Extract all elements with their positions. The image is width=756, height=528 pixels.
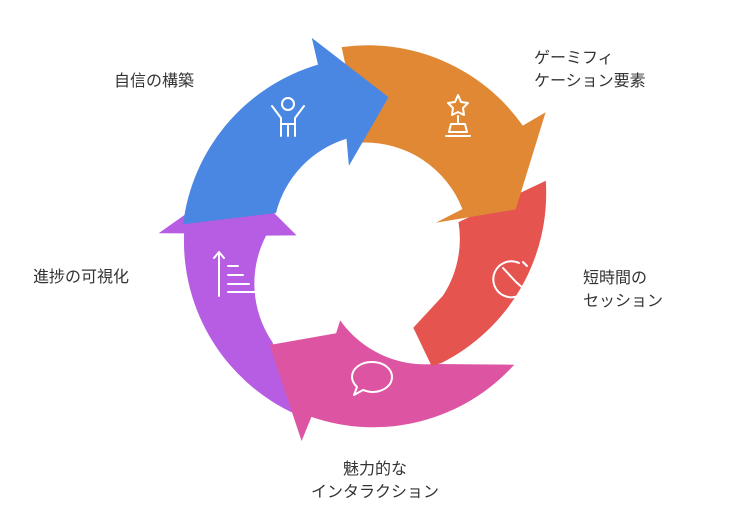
progress-chart-icon [213, 251, 257, 297]
stage-label-gamification: ゲーミフィ ケーション要素 [534, 48, 646, 90]
stage-label-engaging-interaction: 魅力的な インタラクション [310, 459, 439, 501]
person-raising-arms-icon [271, 97, 305, 137]
speech-bubble-icon [351, 361, 393, 396]
stage-label-short-sessions: 短時間の セッション [583, 268, 664, 310]
trophy-icon [445, 94, 471, 137]
segment-gamification [341, 45, 546, 223]
stage-label-progress-visualization: 進捗の可視化 [33, 267, 130, 286]
segment-progress-visualization [158, 177, 297, 415]
segment-short-sessions [413, 180, 547, 366]
segment-building-confidence [183, 37, 389, 225]
stage-label-building-confidence: 自信の構築 [114, 71, 195, 90]
timer-icon [492, 260, 529, 299]
